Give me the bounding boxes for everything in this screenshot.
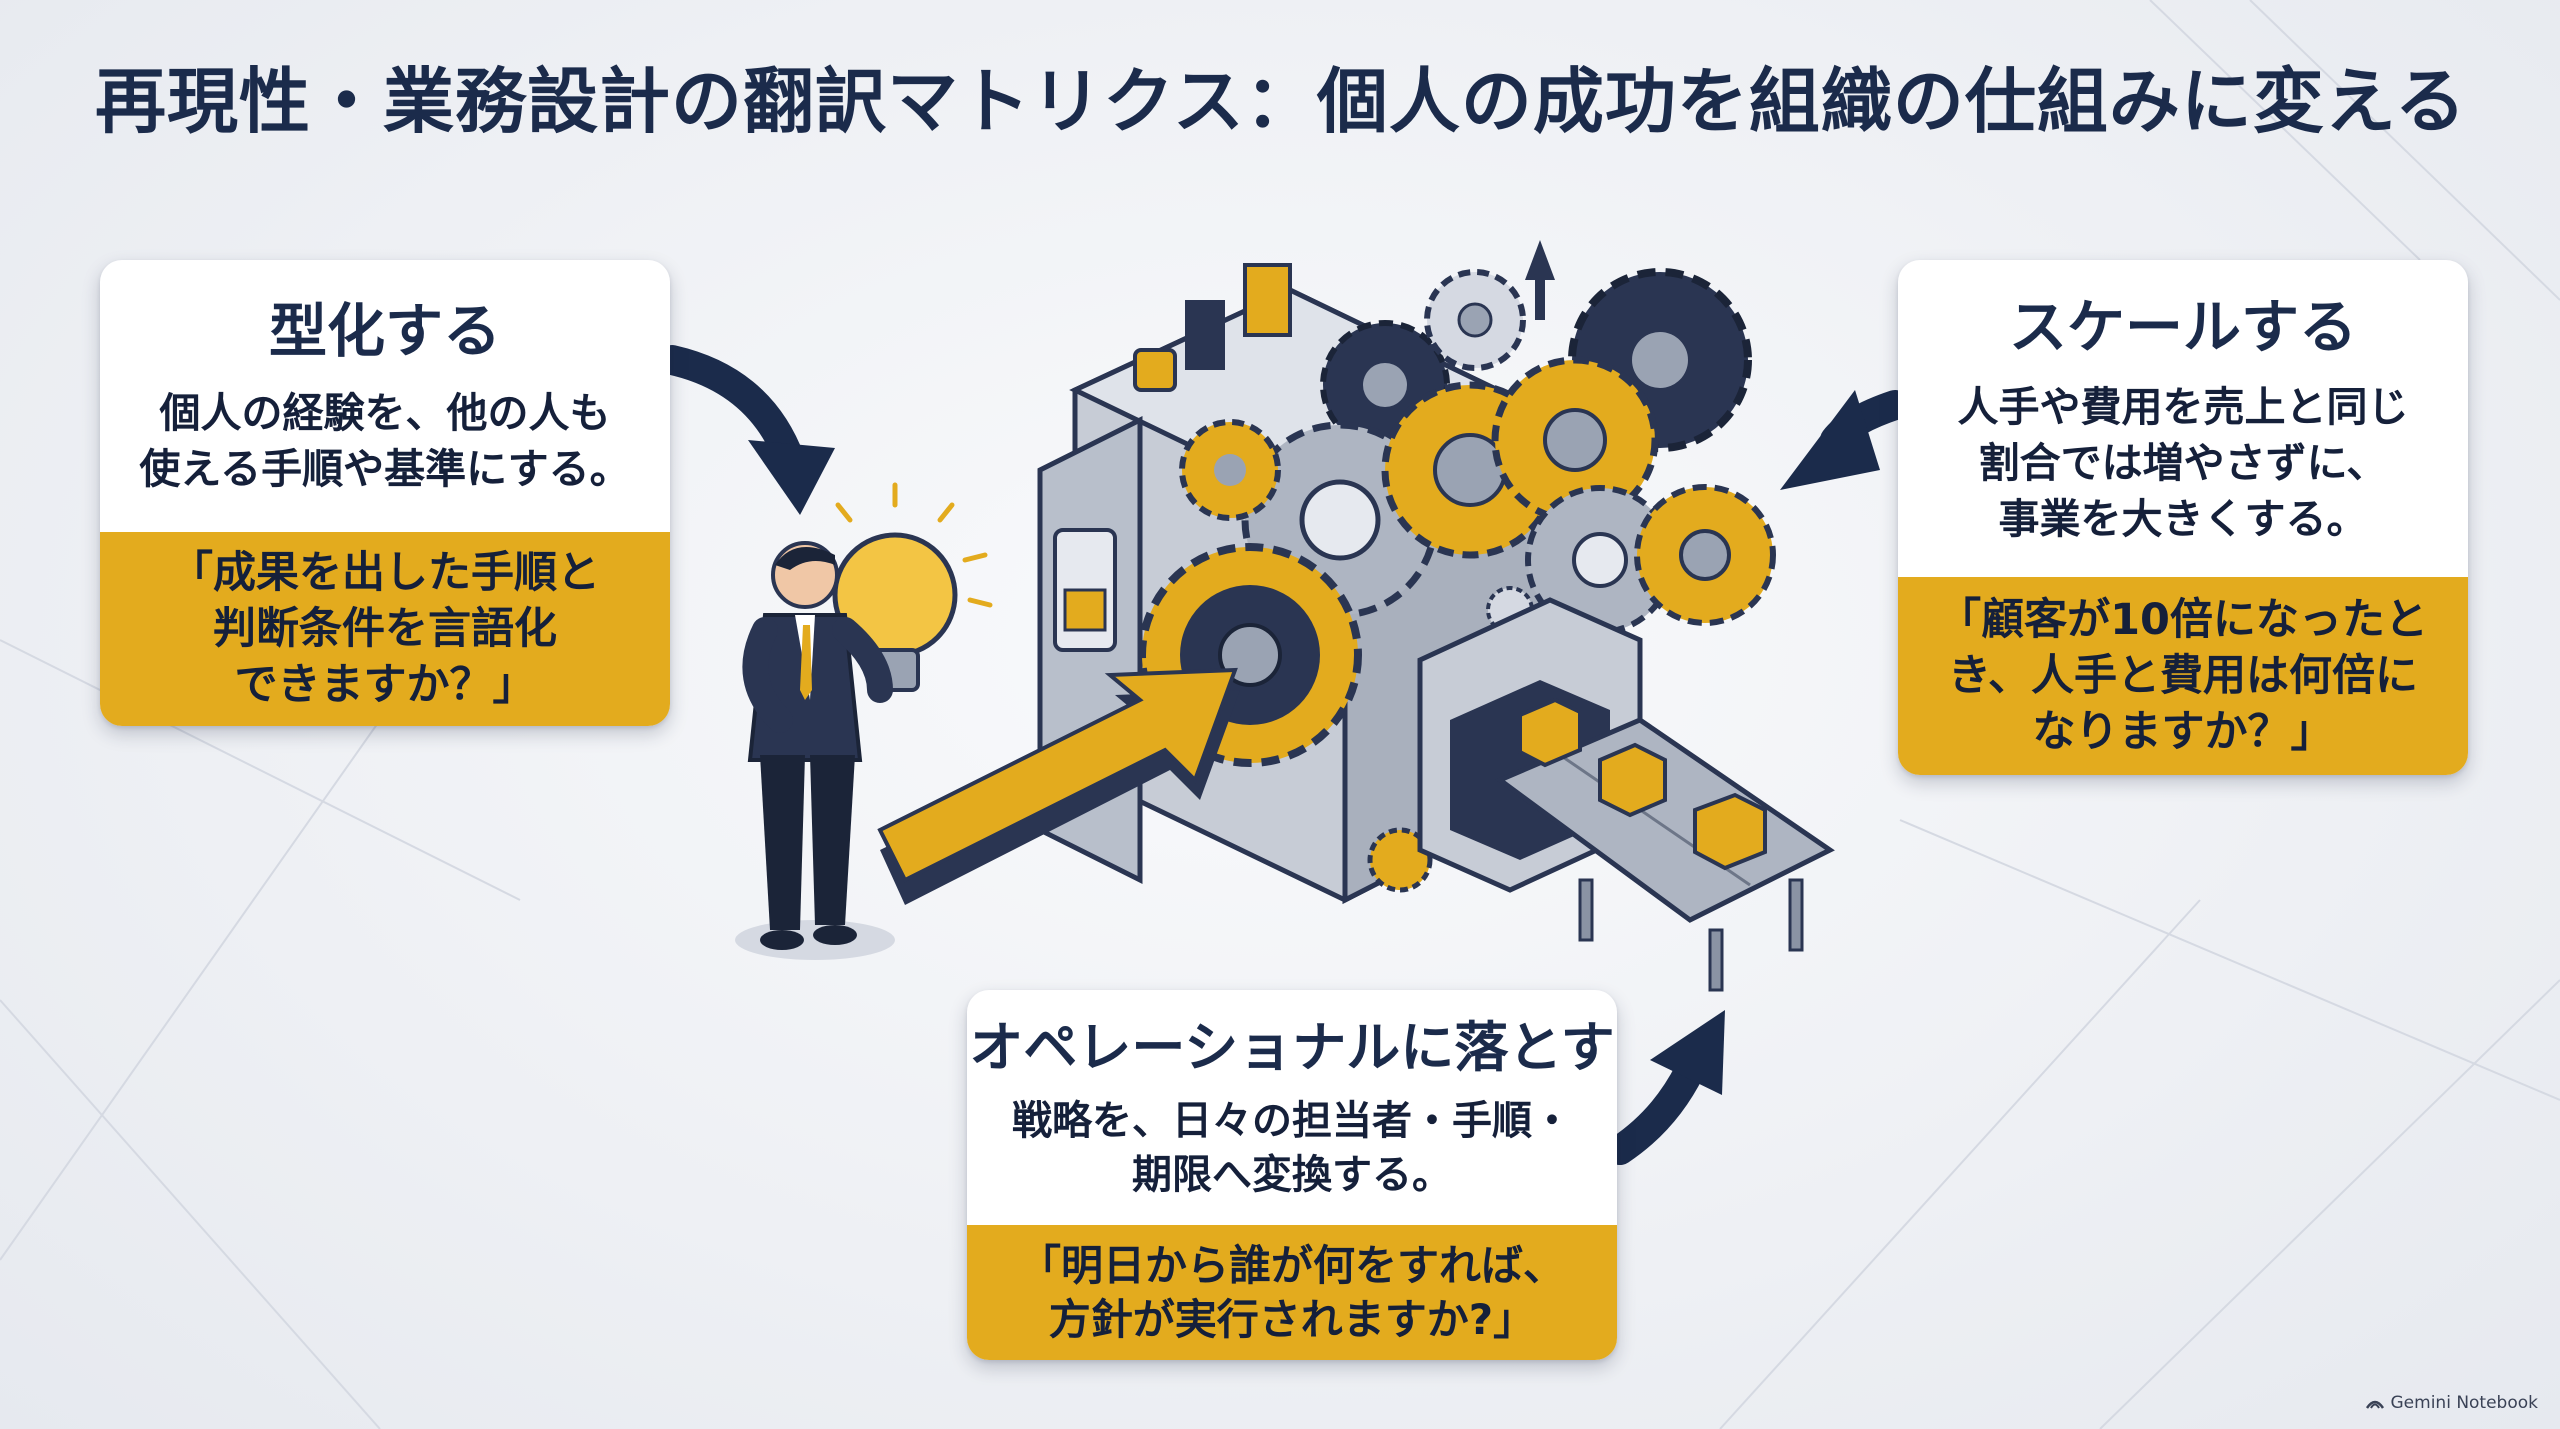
arrow-card3-to-conveyor-icon: [1605, 1010, 1725, 1165]
card-operational-description: 戦略を、日々の担当者・手順・ 期限へ変換する。: [1012, 1097, 1572, 1198]
yellow-input-arrow-icon: [877, 667, 1240, 905]
conveyor-belt-with-boxes-icon: [1417, 597, 1835, 992]
card-scale: スケールする 人手や費用を売上と同じ 割合では増やさずに、 事業を大きくする。 …: [1898, 260, 2468, 775]
card-operational-heading: オペレーショナルに落とす: [969, 1015, 1615, 1079]
card-katachi-body: 型化する 個人の経験を、他の人も 使える手順や基準にする。: [100, 260, 670, 532]
card-scale-heading: スケールする: [2008, 292, 2357, 361]
businessman-holding-lightbulb-icon: [735, 482, 993, 960]
card-scale-body: スケールする 人手や費用を売上と同じ 割合では増やさずに、 事業を大きくする。: [1898, 260, 2468, 577]
card-katachi-heading: 型化する: [268, 297, 501, 365]
card-operational-body: オペレーショナルに落とす 戦略を、日々の担当者・手順・ 期限へ変換する。: [967, 990, 1617, 1225]
card-katachi-description: 個人の経験を、他の人も 使える手順や基準にする。: [139, 389, 631, 493]
page-title: 再現性・業務設計の翻訳マトリクス：個人の成功を組織の仕組みに変える: [95, 60, 2467, 143]
watermark: Gemini Notebook: [2365, 1393, 2539, 1413]
arrow-card2-to-machine-icon: [1780, 390, 1910, 490]
card-katachi-question: 「成果を出した手順と 判断条件を言語化 できますか？」: [100, 532, 670, 726]
card-operational: オペレーショナルに落とす 戦略を、日々の担当者・手順・ 期限へ変換する。 「明日…: [967, 990, 1617, 1360]
card-operational-question: 「明日から誰が何をすれば、 方針が実行されますか?」: [967, 1225, 1617, 1360]
notebook-logo-icon: [2365, 1400, 2384, 1409]
watermark-text: Gemini Notebook: [2390, 1393, 2539, 1413]
arrow-card1-to-person-icon: [657, 345, 835, 515]
gears-icon: [1138, 268, 1776, 893]
card-scale-question: 「顧客が10倍になったと き、人手と費用は何倍に なりますか？」: [1898, 577, 2468, 775]
card-katachi: 型化する 個人の経験を、他の人も 使える手順や基準にする。 「成果を出した手順と…: [100, 260, 670, 726]
card-scale-description: 人手や費用を売上と同じ 割合では増やさずに、 事業を大きくする。: [1957, 382, 2409, 543]
